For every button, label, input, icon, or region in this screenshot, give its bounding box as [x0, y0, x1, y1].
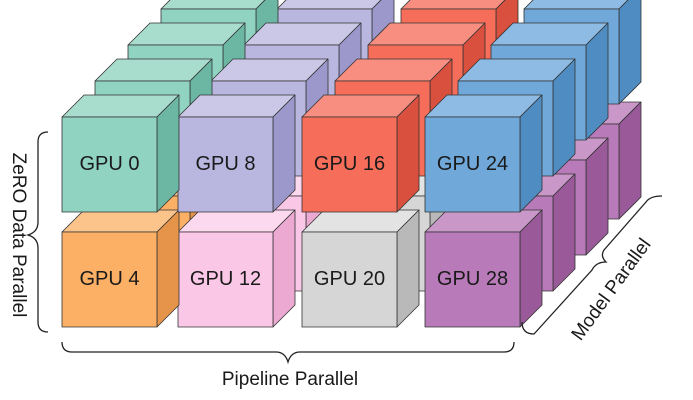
gpu-cube-top-1-d0	[177, 94, 296, 213]
cube-front-face	[61, 231, 158, 328]
zero-data-parallel-label: ZeRO Data Parallel	[8, 152, 29, 318]
cube-front-face	[177, 116, 274, 213]
gpu-cube-bottom-0-d0	[61, 209, 180, 328]
gpu-cube-bottom-1-d0	[177, 209, 296, 328]
cube-front-face	[301, 116, 398, 213]
model-parallel-brace	[521, 195, 663, 335]
cube-front-face	[301, 231, 398, 328]
pipeline-brace	[61, 341, 515, 365]
cube-side-face	[618, 0, 642, 105]
pipeline-parallel-label: Pipeline Parallel	[221, 369, 359, 390]
gpu-cube-bottom-3-d0	[424, 209, 543, 328]
cube-front-face	[61, 116, 158, 213]
gpu-cube-top-2-d0	[301, 94, 420, 213]
cube-front-face	[177, 231, 274, 328]
zero-data-brace	[25, 131, 49, 333]
cube-front-face	[424, 116, 521, 213]
gpu-cube-top-3-d0	[424, 94, 543, 213]
gpu-cube-bottom-2-d0	[301, 209, 420, 328]
gpu-cube-top-0-d0	[61, 94, 180, 213]
cube-front-face	[424, 231, 521, 328]
